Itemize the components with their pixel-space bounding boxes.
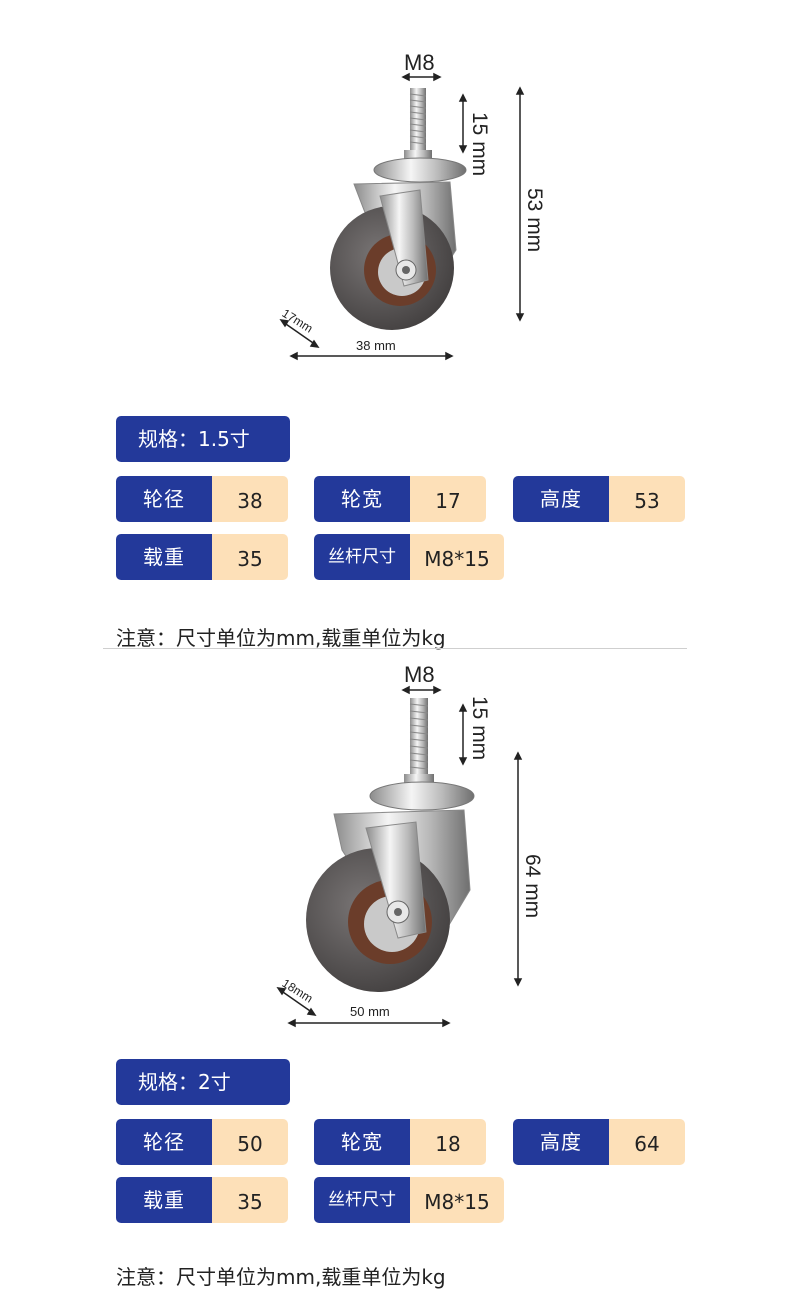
spec-title: 规格：1.5寸 [116, 416, 290, 462]
caster-diagram-2 [270, 690, 560, 1020]
dimension-lines-2 [276, 685, 523, 1028]
threaded-stem [404, 698, 434, 788]
diameter-label: 50 mm [350, 1004, 390, 1019]
spec-load: 载重 35 [116, 1177, 288, 1223]
spec-label: 载重 [116, 1177, 212, 1223]
spec-label: 高度 [513, 1119, 609, 1165]
spec-value: M8*15 [410, 1177, 504, 1223]
spec-label: 轮径 [116, 476, 212, 522]
spec-screw-size: 丝杆尺寸 M8*15 [314, 534, 504, 580]
thread-size-label: M8 [404, 662, 435, 687]
spec-value: 18 [410, 1119, 486, 1165]
spec-wheel-width: 轮宽 18 [314, 1119, 486, 1165]
diameter-label: 38 mm [356, 338, 396, 353]
spec-screw-size: 丝杆尺寸 M8*15 [314, 1177, 504, 1223]
spec-wheel-diameter: 轮径 50 [116, 1119, 288, 1165]
spec-label: 载重 [116, 534, 212, 580]
spec-value: 35 [212, 534, 288, 580]
spec-label: 轮宽 [314, 1119, 410, 1165]
dimension-lines-1 [279, 72, 525, 361]
unit-note: 注意：尺寸单位为mm,载重单位为kg [116, 626, 446, 650]
unit-note: 注意：尺寸单位为mm,载重单位为kg [116, 1265, 446, 1289]
thread-size-label: M8 [404, 50, 435, 75]
caster-illustration [306, 698, 475, 992]
spec-section-1: M8 15 mm 53 mm 17mm 38 mm 规格：1.5寸 轮径 38 … [116, 50, 685, 650]
height-label: 64 mm [521, 854, 544, 919]
spec-height: 高度 53 [513, 476, 685, 522]
spec-label: 轮径 [116, 1119, 212, 1165]
spec-value: M8*15 [410, 534, 504, 580]
caster-illustration [330, 88, 467, 330]
stem-length-label: 15 mm [468, 112, 491, 177]
stem-length-label: 15 mm [468, 696, 491, 761]
section-divider [103, 648, 687, 649]
spec-wheel-diameter: 轮径 38 [116, 476, 288, 522]
spec-value: 53 [609, 476, 685, 522]
height-label: 53 mm [523, 188, 546, 253]
spec-value: 35 [212, 1177, 288, 1223]
spec-wheel-width: 轮宽 17 [314, 476, 486, 522]
spec-section-2: M8 15 mm 64 mm 18mm 50 mm 规格：2寸 轮径 50 轮宽… [0, 650, 790, 1290]
spec-label: 丝杆尺寸 [314, 1177, 410, 1223]
caster-diagram-1 [270, 50, 560, 380]
spec-label: 丝杆尺寸 [314, 534, 410, 580]
spec-load: 载重 35 [116, 534, 288, 580]
spec-value: 38 [212, 476, 288, 522]
spec-value: 50 [212, 1119, 288, 1165]
spec-value: 17 [410, 476, 486, 522]
spec-title: 规格：2寸 [116, 1059, 290, 1105]
spec-height: 高度 64 [513, 1119, 685, 1165]
spec-value: 64 [609, 1119, 685, 1165]
spec-label: 轮宽 [314, 476, 410, 522]
spec-label: 高度 [513, 476, 609, 522]
